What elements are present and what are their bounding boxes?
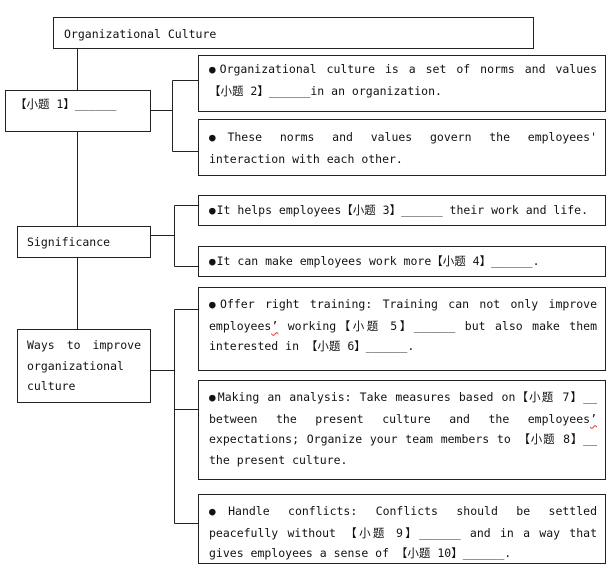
definition-item-1-text: Organizational culture is a set of norms… [209,62,597,98]
ways-item-1-text-start: Offer right training: Training can not o… [209,297,597,333]
definition-item-2: ●These norms and values govern the emplo… [198,119,606,176]
ways-item-1: ●Offer right training: Training can not … [198,287,606,371]
section-significance-label: Significance [27,235,111,249]
ways-item-1-text-end: working【小题 5】______ but also make them i… [209,318,597,354]
ways-item-3: ●Handle conflicts: Conflicts should be s… [198,494,606,564]
bullet-icon: ● [209,204,216,217]
bullet-icon: ● [209,63,219,76]
bullet-icon: ● [209,298,220,311]
ways-item-2-text-start: Making an analysis: Take measures based … [209,390,598,426]
section-definition-label-box: 【小题 1】______ [5,90,151,132]
definition-item-1: ●Organizational culture is a set of norm… [198,55,606,112]
bullet-icon: ● [209,255,216,268]
ways-item-2-text-end: expectations; Organize your team members… [209,432,597,467]
apostrophe-squiggle: ’ [271,318,279,333]
section-ways-label: Ways to improve organizational culture [27,338,141,393]
section-definition-label: 【小题 1】______ [15,97,117,111]
ways-item-3-text: Handle conflicts: Conflicts should be se… [209,504,597,560]
definition-item-2-text: These norms and values govern the employ… [209,130,598,166]
section-ways-label-box: Ways to improve organizational culture [17,329,151,403]
section-significance-label-box: Significance [17,226,151,258]
root-title-box: Organizational Culture [53,17,534,49]
significance-item-2-text: It can make employees work more【小题 4】___… [216,254,540,268]
bullet-icon: ● [209,505,228,518]
significance-item-1: ●It helps employees【小题 3】______ their wo… [198,195,606,226]
bullet-icon: ● [209,131,227,144]
root-title: Organizational Culture [64,27,217,41]
apostrophe-squiggle: ’ [590,411,597,426]
significance-item-1-text: It helps employees【小题 3】______ their wor… [216,203,589,217]
bullet-icon: ● [209,391,217,404]
significance-item-2: ●It can make employees work more【小题 4】__… [198,246,606,277]
ways-item-2: ●Making an analysis: Take measures based… [198,380,606,480]
